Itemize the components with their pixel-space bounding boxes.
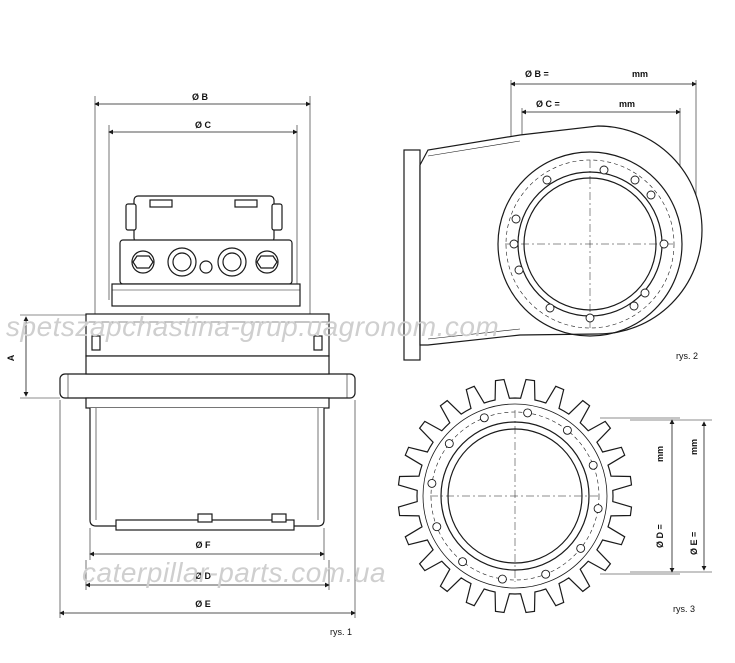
label-fig1-c: Ø C [195, 120, 212, 130]
label-fig1-f: Ø F [196, 540, 212, 550]
bolt-hole [427, 478, 437, 488]
dimension-a [20, 314, 86, 399]
label-fig2-c: Ø C = [536, 99, 560, 109]
bolt-hole [576, 543, 586, 553]
bolt-holes-fig3 [427, 408, 603, 584]
watermark-top: spetszapchastina-grup.uagronom.com [6, 311, 499, 342]
dimension-c [108, 125, 298, 300]
label-fig3-d: Ø D = [655, 524, 665, 548]
label-fig3-e: Ø E = [689, 532, 699, 555]
bolt-hole [458, 557, 468, 567]
caption-fig2: rys. 2 [676, 351, 698, 361]
label-fig1-a: A [6, 354, 16, 361]
motor-head [111, 195, 301, 307]
dimension-fig3-e [630, 419, 712, 573]
dimension-f [89, 528, 325, 560]
unit-fig3-d: mm [655, 446, 665, 462]
label-fig2-b: Ø B = [525, 69, 549, 79]
bolt-hole [562, 425, 572, 435]
unit-fig2-b: mm [632, 69, 648, 79]
caption-fig1: rys. 1 [330, 627, 352, 637]
caption-fig3: rys. 3 [673, 604, 695, 614]
dimension-fig3-d [600, 417, 680, 575]
bolt-holes-fig2 [509, 165, 669, 323]
bolt-hole [588, 460, 598, 470]
dimension-e [59, 400, 356, 618]
figure-1-side-view [20, 96, 356, 618]
bolt-hole [444, 439, 454, 449]
upper-flange [85, 313, 330, 357]
bolt-hole [523, 408, 533, 418]
drum-housing [85, 397, 330, 531]
watermark-bottom: caterpillar-parts.com.ua [82, 557, 386, 588]
sprocket-flange [59, 355, 356, 399]
outer-ring [497, 151, 683, 337]
figure-3-sprocket [397, 378, 712, 614]
bolt-hole [432, 522, 442, 532]
label-fig1-d: Ø D [195, 571, 212, 581]
bolt-hole [541, 569, 551, 579]
figure-2-top-view [403, 80, 703, 361]
label-fig1-b: Ø B [192, 92, 209, 102]
unit-fig2-c: mm [619, 99, 635, 109]
label-fig1-e: Ø E [195, 599, 211, 609]
bolt-hole [497, 574, 507, 584]
dimension-d [85, 560, 330, 590]
unit-fig3-e: mm [689, 439, 699, 455]
bolt-hole [593, 504, 603, 514]
dimension-b [94, 96, 311, 315]
bolt-hole [479, 413, 489, 423]
